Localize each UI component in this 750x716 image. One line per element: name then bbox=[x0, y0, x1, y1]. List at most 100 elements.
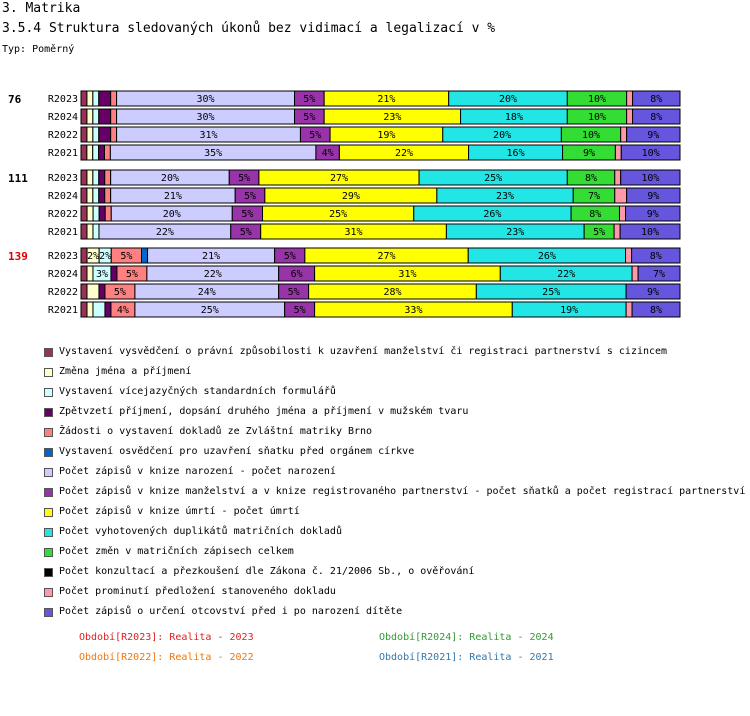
bar-value-label: 19% bbox=[377, 130, 395, 141]
bar-segment bbox=[92, 90, 100, 107]
legend-label: Změna jména a příjmení bbox=[59, 366, 192, 377]
bar-value-label: 8% bbox=[650, 94, 662, 105]
bar-value-label: 22% bbox=[395, 148, 413, 159]
bar-value-label: 16% bbox=[507, 148, 525, 159]
bar-value-label: 25% bbox=[201, 305, 219, 316]
bar-value-label: 6% bbox=[291, 269, 303, 280]
bar-segment bbox=[86, 265, 94, 282]
row-label: R2021 bbox=[48, 305, 78, 316]
bar-segment bbox=[632, 90, 681, 107]
bar-segment bbox=[92, 144, 100, 161]
bar-segment bbox=[614, 144, 622, 161]
bar-segment bbox=[103, 144, 111, 161]
group-label: 139 bbox=[8, 250, 28, 263]
bar-value-label: 25% bbox=[329, 209, 347, 220]
bar-segment bbox=[86, 301, 94, 318]
bar-value-label: 5% bbox=[244, 191, 256, 202]
bar-value-label: 23% bbox=[383, 112, 401, 123]
bar-segment bbox=[80, 169, 88, 186]
legend-swatch bbox=[44, 568, 53, 577]
bar-segment bbox=[625, 247, 633, 264]
bar-segment bbox=[626, 187, 681, 204]
bar-segment bbox=[632, 108, 681, 125]
bar-value-label: 5% bbox=[241, 209, 253, 220]
bar-value-label: 30% bbox=[197, 112, 215, 123]
bar-value-label: 9% bbox=[647, 209, 659, 220]
bar-value-label: 20% bbox=[493, 130, 511, 141]
legend-label: Počet změn v matričních zápisech celkem bbox=[59, 546, 294, 557]
bar-value-label: 29% bbox=[342, 191, 360, 202]
bar-value-label: 31% bbox=[345, 227, 363, 238]
bar-segment bbox=[631, 247, 681, 264]
bar-value-label: 5% bbox=[114, 287, 126, 298]
bar-value-label: 9% bbox=[647, 130, 659, 141]
row-label: R2022 bbox=[48, 130, 78, 141]
bar-segment bbox=[86, 144, 94, 161]
bar-value-label: 25% bbox=[542, 287, 560, 298]
bar-segment bbox=[110, 126, 118, 143]
bar-value-label: 5% bbox=[120, 251, 132, 262]
bar-segment bbox=[98, 144, 105, 161]
bar-segment bbox=[98, 169, 106, 186]
row-label: R2022 bbox=[48, 209, 78, 220]
bar-segment bbox=[92, 187, 100, 204]
bar-value-label: 9% bbox=[583, 148, 595, 159]
row-label: R2021 bbox=[48, 148, 78, 159]
bar-segment bbox=[86, 108, 94, 125]
bar-segment bbox=[98, 90, 112, 107]
bar-segment bbox=[80, 283, 88, 300]
bar-value-label: 21% bbox=[202, 251, 220, 262]
bar-segment bbox=[86, 169, 94, 186]
bar-segment bbox=[80, 108, 88, 125]
legend-swatch bbox=[44, 588, 53, 597]
row-label: R2023 bbox=[48, 251, 78, 262]
bar-value-label: 21% bbox=[164, 191, 182, 202]
bar-segment bbox=[80, 223, 88, 240]
bar-segment bbox=[92, 223, 100, 240]
bar-value-label: 5% bbox=[593, 227, 605, 238]
bar-value-label: 22% bbox=[204, 269, 222, 280]
bar-segment bbox=[80, 265, 88, 282]
bar-value-label: 28% bbox=[383, 287, 401, 298]
bar-value-label: 20% bbox=[161, 173, 179, 184]
bar-value-label: 25% bbox=[484, 173, 502, 184]
bar-segment bbox=[613, 223, 621, 240]
bar-value-label: 5% bbox=[309, 130, 321, 141]
bar-segment bbox=[98, 283, 106, 300]
bar-value-label: 8% bbox=[589, 209, 601, 220]
bar-value-label: 8% bbox=[585, 173, 597, 184]
legend-swatch bbox=[44, 388, 53, 397]
legend-swatch bbox=[44, 408, 53, 417]
legend-label: Počet zápisů v knize narození - počet na… bbox=[59, 466, 336, 477]
bar-value-label: 8% bbox=[650, 251, 662, 262]
period-label: Období[R2024]: Realita - 2024 bbox=[379, 632, 554, 643]
bar-segment bbox=[626, 108, 634, 125]
bar-segment bbox=[86, 187, 94, 204]
bar-value-label: 23% bbox=[496, 191, 514, 202]
legend-label: Vystavení vysvědčení o právní způsobilos… bbox=[59, 346, 668, 357]
period-label: Období[R2022]: Realita - 2022 bbox=[79, 652, 254, 663]
bar-segment bbox=[80, 301, 88, 318]
bar-segment bbox=[614, 169, 622, 186]
bar-value-label: 35% bbox=[204, 148, 222, 159]
bar-value-label: 31% bbox=[398, 269, 416, 280]
bar-segment bbox=[110, 265, 118, 282]
bar-value-label: 31% bbox=[199, 130, 217, 141]
row-label: R2023 bbox=[48, 94, 78, 105]
legend-swatch bbox=[44, 368, 53, 377]
legend-swatch bbox=[44, 508, 53, 517]
bar-segment bbox=[98, 205, 106, 222]
bar-segment bbox=[92, 169, 100, 186]
bar-segment bbox=[626, 126, 681, 143]
bar-value-label: 7% bbox=[588, 191, 600, 202]
bar-value-label: 19% bbox=[560, 305, 578, 316]
bar-value-label: 5% bbox=[303, 94, 315, 105]
bar-value-label: 10% bbox=[642, 148, 660, 159]
bar-value-label: 9% bbox=[647, 191, 659, 202]
bar-value-label: 5% bbox=[238, 173, 250, 184]
legend-swatch bbox=[44, 348, 53, 357]
bar-value-label: 20% bbox=[499, 94, 517, 105]
chart-title: 3.5.4 Struktura sledovaných úkonů bez vi… bbox=[2, 21, 496, 36]
bar-segment bbox=[141, 247, 149, 264]
